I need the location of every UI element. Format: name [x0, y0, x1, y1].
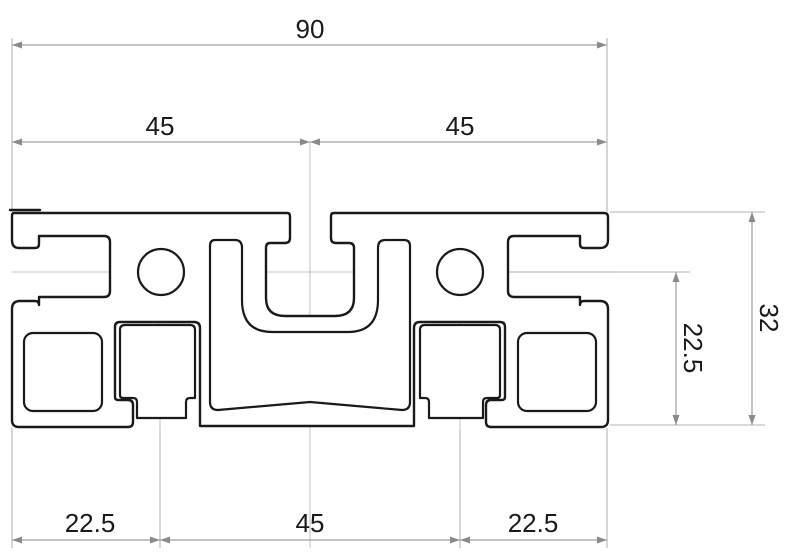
profile-cross-section — [8, 208, 610, 429]
label-half-right: 45 — [446, 111, 475, 141]
label-height: 32 — [754, 304, 784, 333]
dimension-labels: 90 45 45 22.5 45 22.5 32 22.5 — [65, 14, 784, 538]
label-center-height: 22.5 — [678, 323, 708, 374]
right-core-hole — [435, 247, 485, 297]
label-overall-width: 90 — [296, 14, 325, 44]
left-square-cavity — [22, 331, 104, 413]
dimension-lines — [12, 41, 756, 544]
right-web-cavity — [418, 323, 502, 420]
right-square-cavity — [516, 331, 598, 413]
left-web-cavity — [118, 323, 197, 420]
label-half-left: 45 — [146, 111, 175, 141]
label-bottom-middle: 45 — [296, 508, 325, 538]
label-bottom-left: 22.5 — [65, 508, 116, 538]
left-core-hole — [136, 247, 186, 297]
center-channel — [208, 238, 412, 412]
label-bottom-right: 22.5 — [508, 508, 559, 538]
